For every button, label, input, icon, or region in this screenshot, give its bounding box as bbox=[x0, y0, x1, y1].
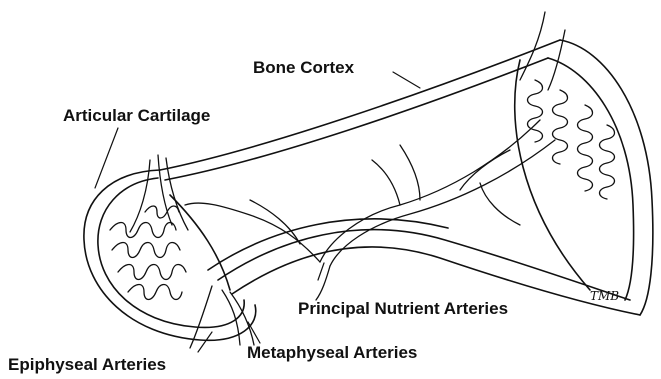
epiphyseal-arteries-leader bbox=[198, 332, 212, 352]
bone-cortex-label: Bone Cortex bbox=[253, 59, 354, 76]
nutrient-artery-branches bbox=[185, 120, 555, 300]
right-epiphysis-outer bbox=[560, 40, 653, 315]
bone-cortex-bottom-inner bbox=[218, 230, 630, 300]
right-growth-plate bbox=[515, 60, 590, 290]
right-epiphyseal-vessel-loops bbox=[528, 80, 615, 199]
right-epiphysis bbox=[515, 40, 653, 315]
left-epiphyseal-vessel-loops bbox=[110, 206, 186, 300]
articular-cartilage-label: Articular Cartilage bbox=[63, 107, 210, 124]
bone-cortex-top bbox=[160, 40, 560, 170]
principal-nutrient-leader bbox=[318, 263, 324, 280]
bone-cortex bbox=[160, 40, 640, 315]
articular-cartilage-inner bbox=[98, 178, 244, 327]
metaphyseal-arteries-leader bbox=[248, 322, 260, 343]
epiphyseal-arteries-label: Epiphyseal Arteries bbox=[8, 356, 166, 373]
right-entering-arteries bbox=[520, 12, 565, 90]
principal-nutrient-arteries-label: Principal Nutrient Arteries bbox=[298, 300, 508, 317]
bone-cortex-bottom-inner2 bbox=[208, 219, 448, 270]
articular-cartilage-leader bbox=[95, 128, 118, 188]
metaphyseal-arteries-label: Metaphyseal Arteries bbox=[247, 344, 417, 361]
bone-cortex-leader bbox=[393, 72, 420, 88]
artist-signature: TMB bbox=[590, 290, 619, 302]
right-epiphysis-inner bbox=[548, 58, 634, 300]
